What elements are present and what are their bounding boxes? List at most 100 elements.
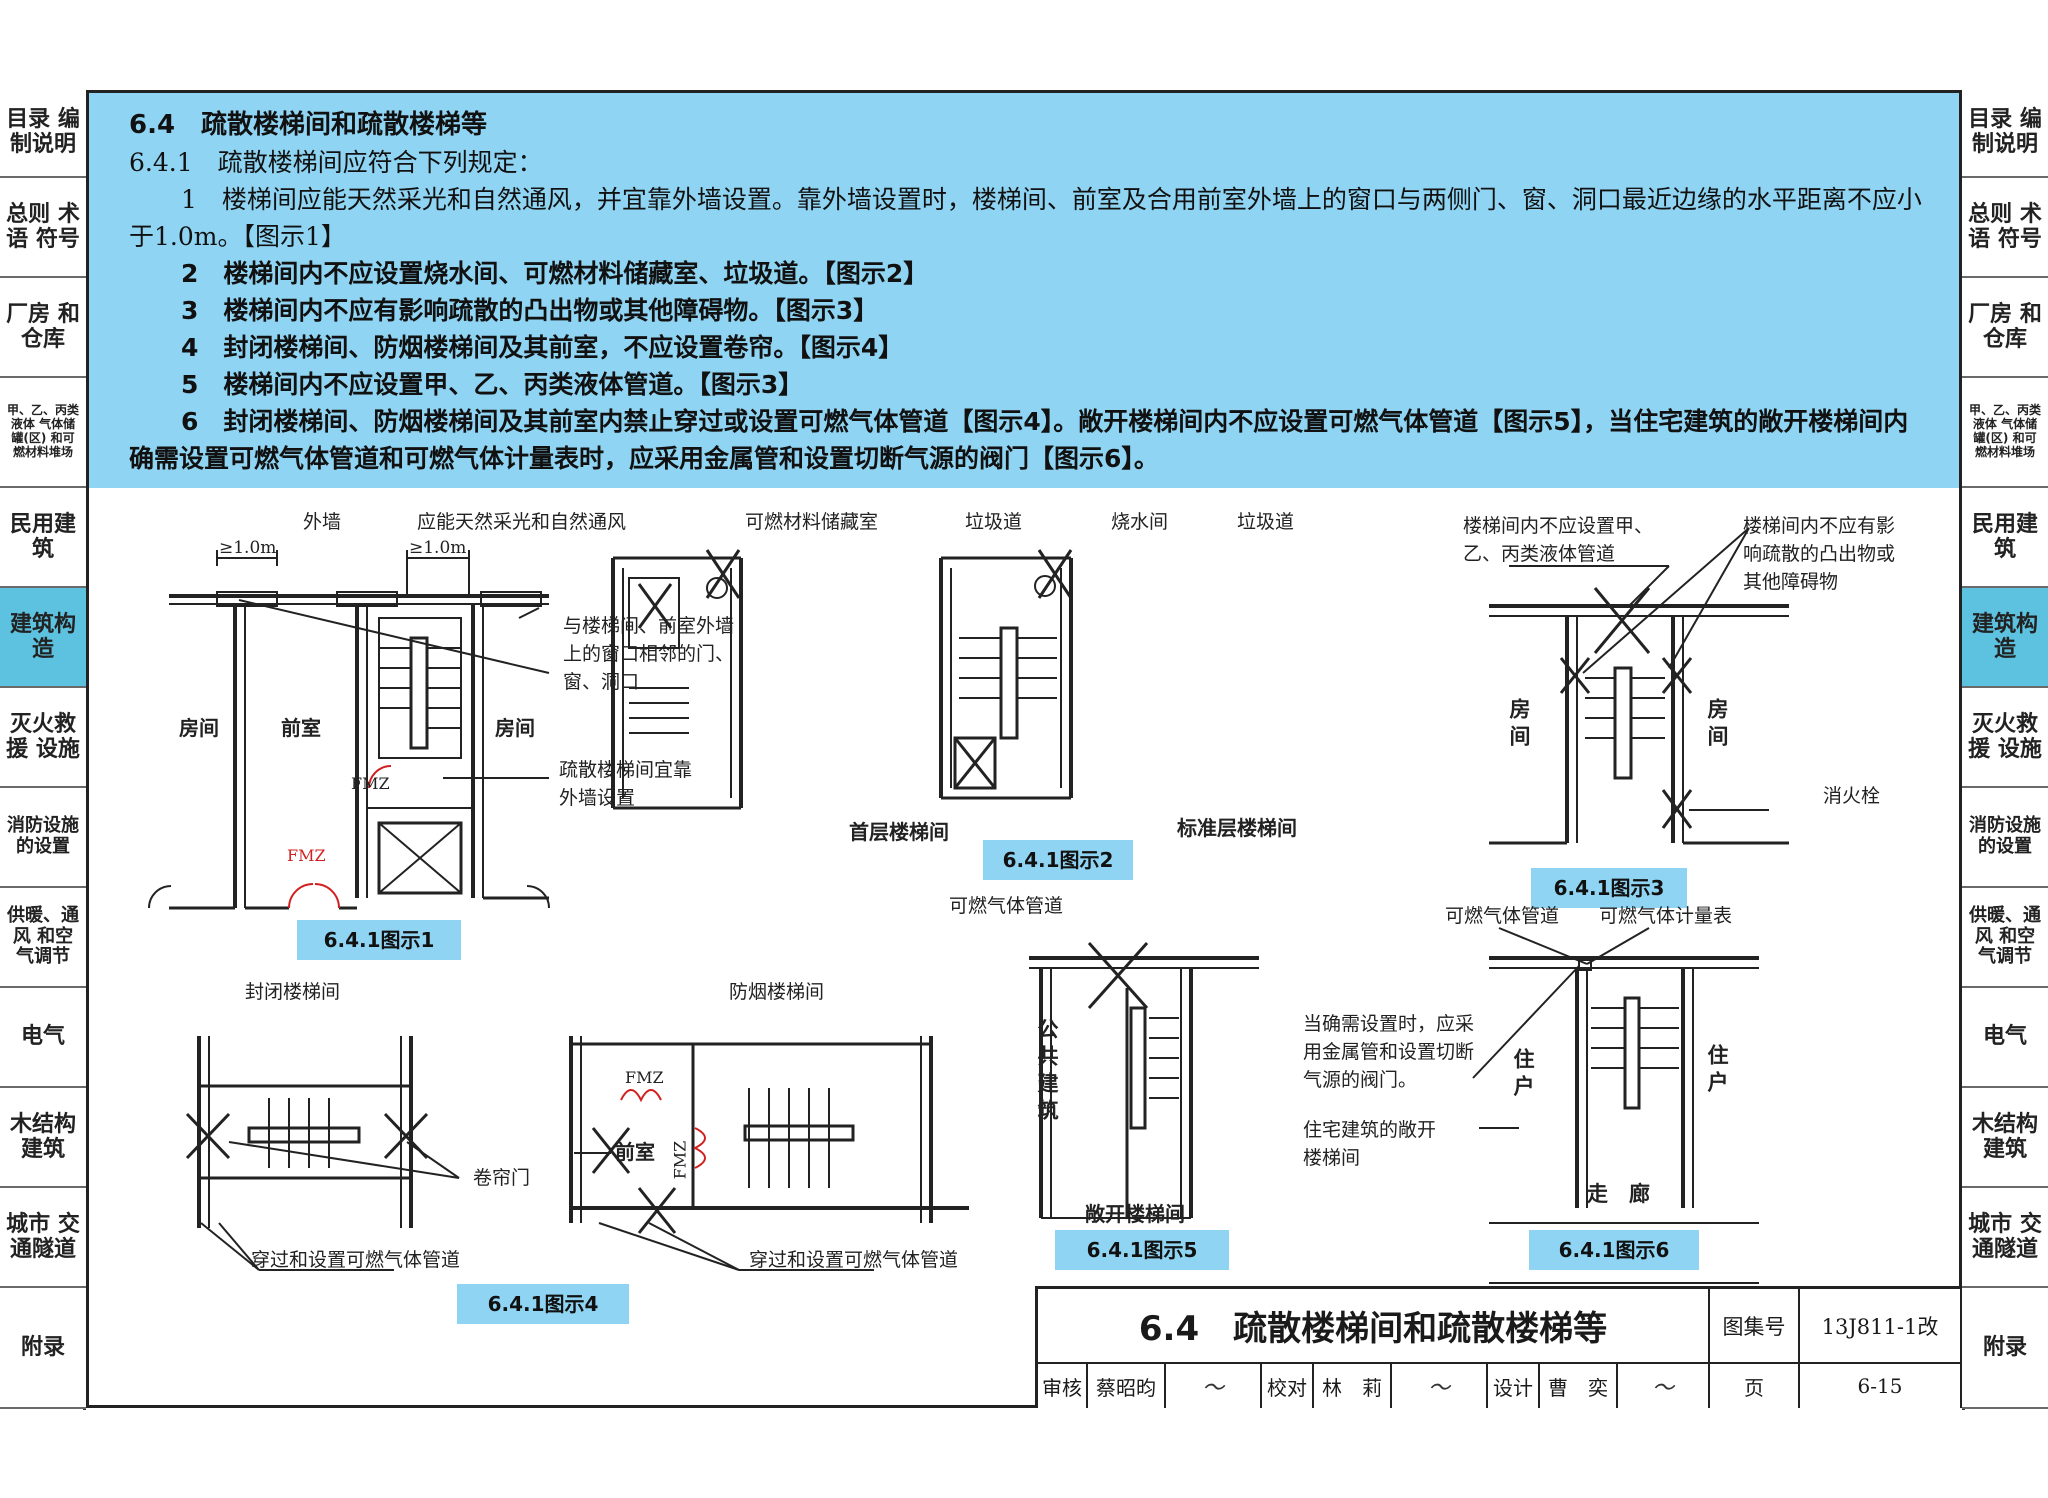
left-tab-label: 城市 交通隧道 (6, 1211, 80, 1262)
fig4-fmz-side: FMZ (670, 1140, 690, 1180)
left-tab-label: 甲、乙、丙类液体 气体储罐(区) 和可燃材料堆场 (6, 403, 79, 459)
left-tab-12[interactable]: 城市 交通隧道 (0, 1188, 86, 1288)
left-tab-1[interactable]: 目录 编制说明 (0, 88, 86, 178)
right-tab-5[interactable]: 民用建筑 (1962, 488, 2048, 588)
fig3-room-left: 房间 (1507, 698, 1531, 752)
right-tab-13[interactable]: 附录 (1962, 1288, 2048, 1409)
right-tab-label: 甲、乙、丙类液体 气体储罐(区) 和可燃材料堆场 (1968, 403, 2041, 459)
fig3-plan (1489, 527, 1789, 845)
right-tab-label: 木结构 建筑 (1971, 1111, 2038, 1162)
fig4-smoke-proof: 防烟楼梯间 (729, 981, 825, 1003)
left-tab-label: 木结构 建筑 (9, 1111, 76, 1162)
left-tab-5[interactable]: 民用建筑 (0, 488, 86, 588)
left-tab-label: 厂房 和仓库 (6, 301, 80, 352)
fig3-hydrant: 消火栓 (1823, 785, 1881, 807)
right-chapter-tabs: 目录 编制说明总则 术语 符号厂房 和仓库甲、乙、丙类液体 气体储罐(区) 和可… (1962, 88, 2048, 1410)
fig2-caption: 6.4.1图示2 (983, 840, 1133, 880)
review-label: 审核 (1038, 1364, 1088, 1408)
fig6-note-metal: 当确需设置时，应采用金属管和设置切断气源的阀门。 (1303, 1013, 1475, 1091)
left-tab-label: 电气 (20, 1024, 65, 1050)
right-tab-label: 供暖、通风 和空气调节 (1969, 904, 2041, 968)
fig4-pipe-note-2: 穿过和设置可燃气体管道 (749, 1249, 959, 1271)
right-tab-3[interactable]: 厂房 和仓库 (1962, 278, 2048, 378)
right-tab-4[interactable]: 甲、乙、丙类液体 气体储罐(区) 和可燃材料堆场 (1962, 378, 2048, 488)
right-tab-10[interactable]: 电气 (1962, 988, 2048, 1088)
left-tab-label: 建筑构造 (9, 611, 76, 662)
reviewer-signature: ～ (1166, 1364, 1262, 1408)
left-tab-3[interactable]: 厂房 和仓库 (0, 278, 86, 378)
right-tab-label: 灭火救援 设施 (1968, 711, 2042, 762)
fig4-anteroom: 前室 (615, 1140, 655, 1164)
fig1-outer-wall: 外墙 (303, 511, 342, 533)
left-tab-10[interactable]: 电气 (0, 988, 86, 1088)
fig4-plans (185, 1036, 969, 1271)
left-tab-9[interactable]: 供暖、通风 和空气调节 (0, 888, 86, 988)
fig1-light-vent: 应能天然采光和自然通风 (417, 511, 627, 533)
left-tab-label: 消防设施 的设置 (7, 815, 79, 857)
fig6-corridor: 走 廊 (1587, 1182, 1650, 1206)
right-tab-6[interactable]: 建筑构造 (1962, 588, 2048, 688)
clause-item-3: 3 楼梯间内不应有影响疏散的凸出物或其他障碍物。【图示3】 (181, 296, 879, 325)
right-tab-7[interactable]: 灭火救援 设施 (1962, 688, 2048, 788)
left-tab-6[interactable]: 建筑构造 (0, 588, 86, 688)
checker-name: 林 莉 (1314, 1364, 1392, 1408)
fig3-note-obstacle: 楼梯间内不应有影响疏散的凸出物或其他障碍物 (1743, 515, 1896, 593)
left-tab-11[interactable]: 木结构 建筑 (0, 1088, 86, 1188)
fig6-caption: 6.4.1图示6 (1529, 1230, 1699, 1270)
left-tab-label: 目录 编制说明 (6, 106, 80, 157)
fig4-shutter: 卷帘门 (473, 1167, 531, 1189)
designer-name: 曹 奕 (1540, 1364, 1618, 1408)
fig2-chute-1: 垃圾道 (965, 511, 1023, 533)
right-tab-label: 城市 交通隧道 (1968, 1211, 2042, 1262)
left-tab-13[interactable]: 附录 (0, 1288, 86, 1409)
atlas-number: 13J811-1改 (1800, 1289, 1960, 1364)
left-tab-label: 民用建筑 (9, 511, 76, 562)
fig1-room-right: 房间 (495, 716, 535, 740)
right-tab-1[interactable]: 目录 编制说明 (1962, 88, 2048, 178)
fig3-caption: 6.4.1图示3 (1531, 868, 1687, 908)
fig1-note-stair: 疏散楼梯间宜靠外墙设置 (559, 759, 693, 809)
check-label: 校对 (1262, 1364, 1314, 1408)
fig1-dist-right: ≥1.0m (409, 538, 467, 558)
right-tab-label: 民用建筑 (1971, 511, 2038, 562)
design-label: 设计 (1488, 1364, 1540, 1408)
right-tab-12[interactable]: 城市 交通隧道 (1962, 1188, 2048, 1288)
right-tab-11[interactable]: 木结构 建筑 (1962, 1088, 2048, 1188)
page-label: 页 (1710, 1364, 1800, 1408)
right-tab-label: 建筑构造 (1971, 611, 2038, 662)
clause-text-band: 6.4 疏散楼梯间和疏散楼梯等 6.4.1 疏散楼梯间应符合下列规定： 1 楼梯… (89, 93, 1959, 488)
section-heading: 6.4 疏散楼梯间和疏散楼梯等 (129, 110, 488, 140)
right-tab-2[interactable]: 总则 术语 符号 (1962, 178, 2048, 278)
fig2-chute-2: 垃圾道 (1237, 511, 1295, 533)
fig4-caption: 6.4.1图示4 (457, 1284, 629, 1324)
left-tab-7[interactable]: 灭火救援 设施 (0, 688, 86, 788)
fig5-public-building: 公共建筑 (1035, 1018, 1059, 1126)
fig6-gas-pipe: 可燃气体管道 (1445, 905, 1560, 927)
title-block: 6.4 疏散楼梯间和疏散楼梯等 图集号 13J811-1改 审核 蔡昭昀 ～ 校… (1035, 1286, 1960, 1408)
reviewer-name: 蔡昭昀 (1088, 1364, 1166, 1408)
fig4-fmz-upper: FMZ (625, 1068, 664, 1087)
fig3-room-right: 房间 (1705, 698, 1729, 752)
fig3-note-pipe: 楼梯间内不应设置甲、乙、丙类液体管道 (1463, 515, 1654, 565)
fig1-note-window: 与楼梯间、前室外墙上的窗口相邻的门、窗、洞口 (563, 615, 735, 693)
right-tab-8[interactable]: 消防设施 的设置 (1962, 788, 2048, 888)
fig2-plans (611, 549, 1073, 810)
fig5-plan (1029, 942, 1259, 1219)
right-tab-9[interactable]: 供暖、通风 和空气调节 (1962, 888, 2048, 988)
fig4-enclosed: 封闭楼梯间 (245, 981, 341, 1003)
left-tab-4[interactable]: 甲、乙、丙类液体 气体储罐(区) 和可燃材料堆场 (0, 378, 86, 488)
fig1-plan (148, 550, 550, 910)
right-tab-label: 厂房 和仓库 (1968, 301, 2042, 352)
left-tab-8[interactable]: 消防设施 的设置 (0, 788, 86, 888)
fig1-room-left: 房间 (179, 716, 219, 740)
clause-item-6: 6 封闭楼梯间、防烟楼梯间及其前室内禁止穿过或设置可燃气体管道【图示4】。敞开楼… (129, 407, 1909, 473)
checker-signature: ～ (1392, 1364, 1488, 1408)
title-block-title: 6.4 疏散楼梯间和疏散楼梯等 (1038, 1289, 1710, 1364)
fig4-pipe-note-1: 穿过和设置可燃气体管道 (251, 1249, 461, 1271)
left-tab-2[interactable]: 总则 术语 符号 (0, 178, 86, 278)
fig6-resident-left: 住户 (1511, 1048, 1535, 1102)
fig1-caption: 6.4.1图示1 (297, 920, 461, 960)
clause-item-1: 1 楼梯间应能天然采光和自然通风，并宜靠外墙设置。靠外墙设置时，楼梯间、前室及合… (129, 185, 1922, 251)
left-tab-label: 总则 术语 符号 (6, 201, 80, 252)
fig6-gas-meter: 可燃气体计量表 (1599, 905, 1733, 927)
